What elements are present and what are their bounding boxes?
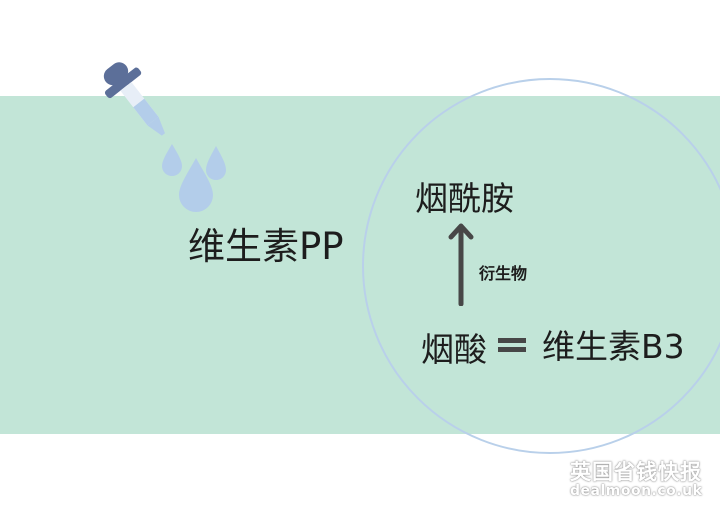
watermark-en: dealmoon.co.uk: [570, 483, 703, 499]
dropper-icon: [103, 62, 226, 212]
nicotinic-acid-label: 烟酸: [421, 330, 487, 369]
drop-large: [179, 158, 213, 212]
highlight-circle: [362, 78, 720, 454]
watermark-cn: 英国省钱快报: [570, 460, 702, 484]
equals-icon: [498, 338, 526, 352]
arrow-up-icon: [448, 223, 474, 306]
derivative-relation-label: 衍生物: [479, 264, 528, 283]
drop-small-left: [162, 144, 182, 176]
nicotinamide-label: 烟酰胺: [415, 179, 514, 218]
drop-small-right: [206, 146, 226, 180]
vitamin-b3-label: 维生素B3: [542, 327, 685, 366]
vitamin-pp-label: 维生素PP: [188, 225, 344, 268]
